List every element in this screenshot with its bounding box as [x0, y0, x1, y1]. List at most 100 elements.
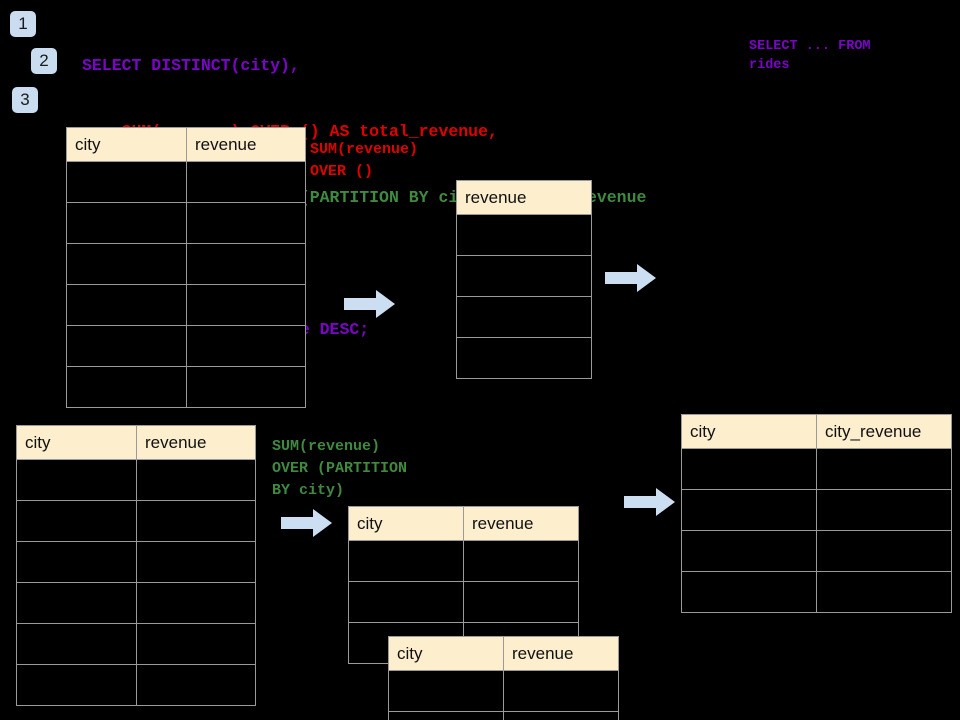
column-header-city-revenue: city_revenue [816, 414, 952, 449]
partition-group-table-front: city revenue [388, 636, 619, 720]
cell-city [388, 670, 504, 712]
arrow-source-to-partition [281, 509, 332, 537]
cell-city [66, 366, 187, 408]
sql-line-select: SELECT DISTINCT(city), [82, 56, 300, 75]
arrow-partition-to-result [624, 488, 675, 516]
column-header-city: city [388, 636, 504, 671]
table-row [66, 284, 306, 326]
column-header-revenue: revenue [456, 180, 592, 215]
step-badge-1: 1 [10, 11, 36, 37]
cell-revenue [503, 670, 619, 712]
cell-revenue [186, 284, 306, 326]
cell-revenue [136, 541, 256, 583]
table-row [681, 448, 952, 490]
column-header-revenue: revenue [186, 127, 306, 162]
table-row [456, 337, 592, 379]
cell-city [388, 711, 504, 720]
table-row [16, 541, 256, 583]
cell-revenue [186, 366, 306, 408]
cell-city [348, 581, 464, 623]
table-header-row: city revenue [66, 127, 306, 162]
column-header-city: city [66, 127, 187, 162]
cell-city [16, 623, 137, 665]
table-row [456, 214, 592, 256]
cell-revenue [136, 623, 256, 665]
table-row [388, 711, 619, 720]
table-header-row: city city_revenue [681, 414, 952, 449]
cell-revenue [136, 664, 256, 706]
cell-revenue [136, 459, 256, 501]
cell-city [66, 284, 187, 326]
cell-city [66, 243, 187, 285]
table-row [16, 582, 256, 624]
table-row [66, 325, 306, 367]
step-badge-2: 2 [31, 48, 57, 74]
table-row [66, 243, 306, 285]
cell-city [681, 448, 817, 490]
cell-revenue [456, 214, 592, 256]
table-header-row: revenue [456, 180, 592, 215]
cell-revenue [186, 243, 306, 285]
cell-city-revenue [816, 530, 952, 572]
cell-city [16, 459, 137, 501]
cell-revenue [456, 296, 592, 338]
cell-city [66, 325, 187, 367]
cell-revenue [463, 540, 579, 582]
cell-revenue [456, 255, 592, 297]
cell-revenue [463, 581, 579, 623]
cell-revenue [136, 582, 256, 624]
table-row [16, 500, 256, 542]
table-header-row: city revenue [388, 636, 619, 671]
cell-city [681, 530, 817, 572]
table-row [681, 489, 952, 531]
rides-source-table-partition: city revenue [16, 425, 256, 706]
cell-city [16, 500, 137, 542]
arrow-source-to-total [344, 290, 395, 318]
arrow-total-to-result [605, 264, 656, 292]
table-header-row: city revenue [16, 425, 256, 460]
cell-city [681, 571, 817, 613]
partition-group-table-back: city revenue [348, 506, 579, 664]
cell-city [16, 582, 137, 624]
table-header-row: city revenue [348, 506, 579, 541]
rides-source-table: city revenue [66, 127, 306, 408]
cell-revenue [186, 161, 306, 203]
table-row [348, 540, 579, 582]
cell-city-revenue [816, 489, 952, 531]
table-row [681, 530, 952, 572]
column-header-revenue: revenue [503, 636, 619, 671]
cell-city [66, 202, 187, 244]
column-header-city: city [348, 506, 464, 541]
cell-city [681, 489, 817, 531]
table-row [456, 296, 592, 338]
cell-city-revenue [816, 448, 952, 490]
cell-city-revenue [816, 571, 952, 613]
cell-revenue [503, 711, 619, 720]
column-header-city: city [16, 425, 137, 460]
column-header-city: city [681, 414, 817, 449]
column-header-revenue: revenue [136, 425, 256, 460]
table-row [16, 459, 256, 501]
annotation-select-from-rides: SELECT ... FROM rides [749, 39, 871, 73]
column-header-revenue: revenue [463, 506, 579, 541]
table-row [66, 161, 306, 203]
table-row [66, 202, 306, 244]
step-badge-3: 3 [12, 87, 38, 113]
cell-city [348, 540, 464, 582]
cell-city [16, 541, 137, 583]
table-row [16, 623, 256, 665]
table-row [388, 670, 619, 712]
cell-city [16, 664, 137, 706]
cell-city [66, 161, 187, 203]
table-row [348, 581, 579, 623]
table-row [681, 571, 952, 613]
cell-revenue [186, 202, 306, 244]
annotation-sum-over-empty: SUM(revenue) OVER () [310, 141, 419, 180]
table-row [456, 255, 592, 297]
table-row [66, 366, 306, 408]
cell-revenue [136, 500, 256, 542]
cell-revenue [186, 325, 306, 367]
total-revenue-table: revenue [456, 180, 592, 379]
result-table: city city_revenue [681, 414, 952, 613]
